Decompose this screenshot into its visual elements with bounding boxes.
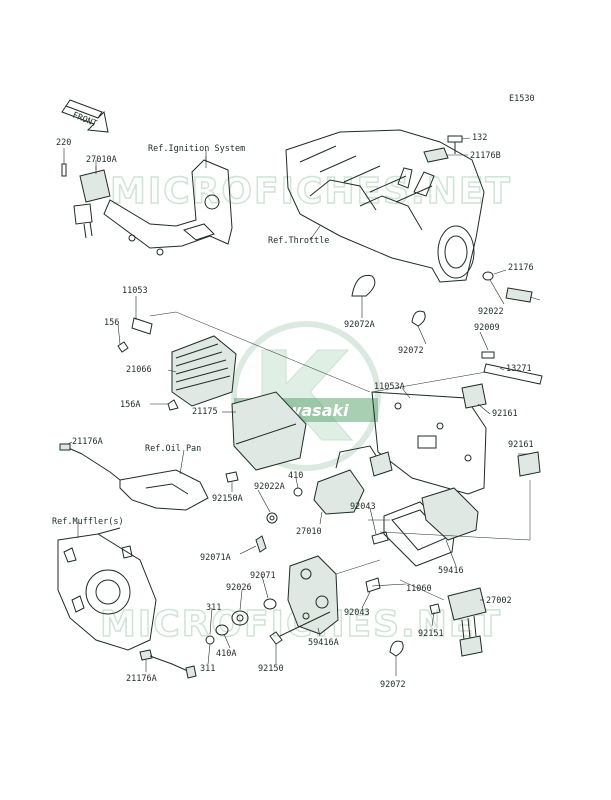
part-92026: 92026 — [226, 583, 252, 593]
part-92161-top: 92161 — [492, 409, 518, 419]
part-27010A: 27010A — [86, 155, 117, 165]
part-92071A: 92071A — [200, 553, 231, 563]
case-59416A-group — [205, 535, 381, 645]
throttle-body-group — [285, 129, 541, 303]
relay-27002-group — [399, 579, 487, 657]
part-59416A: 59416A — [308, 638, 339, 648]
part-92022: 92022 — [478, 307, 504, 317]
starter-relay-group — [266, 445, 393, 545]
part-92022A: 92022A — [254, 482, 285, 492]
part-92150A: 92150A — [212, 494, 243, 504]
muffler-group — [57, 527, 157, 651]
part-21175: 21175 — [192, 407, 218, 417]
part-156A: 156A — [120, 400, 140, 410]
part-92072-bottom: 92072 — [380, 680, 406, 690]
part-92161-bottom: 92161 — [508, 440, 534, 450]
part-11060: 11060 — [406, 584, 432, 594]
part-92071: 92071 — [250, 571, 276, 581]
part-92043-bottom: 92043 — [344, 608, 370, 618]
leader-lines — [67, 137, 528, 676]
diagram-code: E1530 — [509, 94, 535, 104]
ref-oil-pan: Ref.Oil Pan — [145, 444, 201, 454]
housing-59416-group — [365, 480, 531, 593]
part-11053A: 11053A — [374, 382, 405, 392]
sensor-21176A-bottom-group — [139, 649, 197, 679]
part-220: 220 — [56, 138, 71, 148]
part-410A: 410A — [216, 649, 236, 659]
part-132: 132 — [472, 133, 487, 143]
ref-mufflers: Ref.Muffler(s) — [52, 517, 124, 527]
part-92150: 92150 — [258, 664, 284, 674]
part-156: 156 — [104, 318, 119, 328]
part-21176: 21176 — [508, 263, 534, 273]
watermark-site-text-top: MICROFICHES.NET — [110, 171, 512, 212]
ignition-bracket-group — [61, 148, 233, 256]
clamp-92072-top — [411, 310, 426, 327]
part-311-bottom: 311 — [200, 664, 215, 674]
part-92009: 92009 — [474, 323, 500, 333]
part-410: 410 — [288, 471, 303, 481]
part-21066: 21066 — [126, 365, 152, 375]
part-27010: 27010 — [296, 527, 322, 537]
clamp-92072-bottom — [389, 640, 404, 657]
ref-throttle: Ref.Throttle — [268, 236, 329, 246]
part-92043-top: 92043 — [350, 502, 376, 512]
part-21176A-bottom: 21176A — [126, 674, 157, 684]
part-311-top: 311 — [206, 603, 221, 613]
part-92072A: 92072A — [344, 320, 375, 330]
part-11053: 11053 — [122, 286, 148, 296]
ref-ignition-system: Ref.Ignition System — [148, 144, 245, 154]
part-27002: 27002 — [486, 596, 512, 606]
part-59416: 59416 — [438, 566, 464, 576]
part-21176A-top: 21176A — [72, 437, 103, 447]
part-21176B: 21176B — [470, 151, 501, 161]
oil-pan-group — [59, 443, 239, 511]
front-arrow-icon: FRONT — [61, 99, 109, 133]
regulator-group — [117, 311, 543, 495]
part-92072-top: 92072 — [398, 346, 424, 356]
part-13271: 13271 — [506, 364, 532, 374]
part-92151: 92151 — [418, 629, 444, 639]
clamp-92072A — [351, 274, 376, 297]
